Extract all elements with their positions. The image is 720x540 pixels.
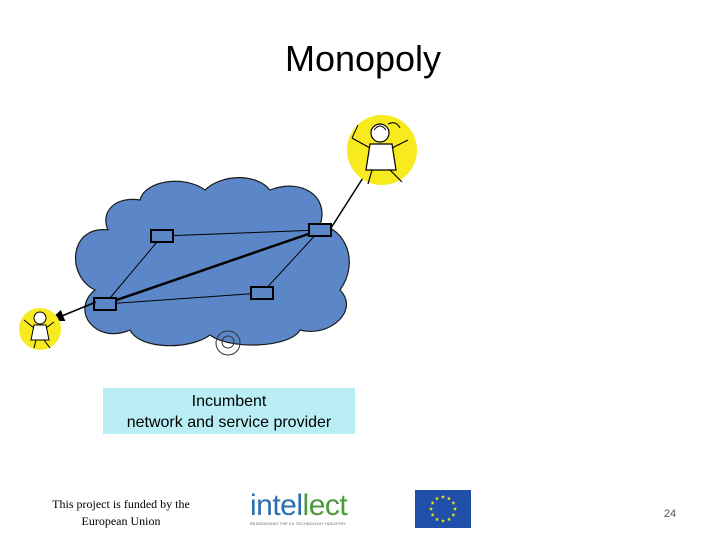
intellect-logo: intellect REDESIGNING THE EU TECHNOLOGY … [250, 489, 362, 527]
eu-star [446, 496, 452, 501]
caption-line-1: Incumbent [191, 393, 267, 410]
eu-star [434, 496, 440, 501]
network-node-icon [308, 223, 332, 237]
customer-figure-icon [19, 308, 61, 350]
eu-flag-icon [415, 490, 471, 528]
network-node-icon [150, 229, 174, 243]
provider-figure-icon [347, 115, 417, 185]
caption-line-2: network and service provider [126, 414, 332, 431]
eu-star [440, 494, 446, 499]
network-link [104, 235, 163, 305]
network-link [261, 229, 321, 294]
network-cloud-icon [74, 177, 350, 356]
funding-note: This project is funded by the European U… [48, 496, 194, 530]
eu-star [451, 512, 456, 517]
eu-star [451, 500, 456, 505]
customer-arrow [49, 301, 97, 322]
logo-text-green: lect [302, 489, 348, 522]
eu-star [440, 518, 446, 523]
page-number: 24 [663, 508, 677, 520]
logo-wordmark: intellect [250, 489, 362, 522]
logo-text-blue: intel [250, 489, 303, 522]
network-node-icon [250, 286, 274, 300]
network-link [161, 229, 321, 237]
logo-tagline: REDESIGNING THE EU TECHNOLOGY INDUSTRY [250, 522, 347, 526]
network-node-icon [93, 297, 117, 311]
eu-star [446, 517, 452, 522]
eu-star [434, 517, 440, 522]
provider-caption: Incumbent network and service provider [103, 388, 355, 434]
network-link [104, 292, 263, 305]
funding-line-1: This project is funded by the [52, 497, 190, 511]
eu-star [430, 500, 435, 505]
eu-star [428, 506, 434, 511]
slide-title: Monopoly [284, 38, 442, 79]
provider-arrow [330, 169, 369, 229]
eu-star [430, 512, 435, 517]
funding-line-2: European Union [81, 514, 161, 528]
network-link-bold [104, 228, 321, 306]
eu-star [452, 506, 458, 511]
